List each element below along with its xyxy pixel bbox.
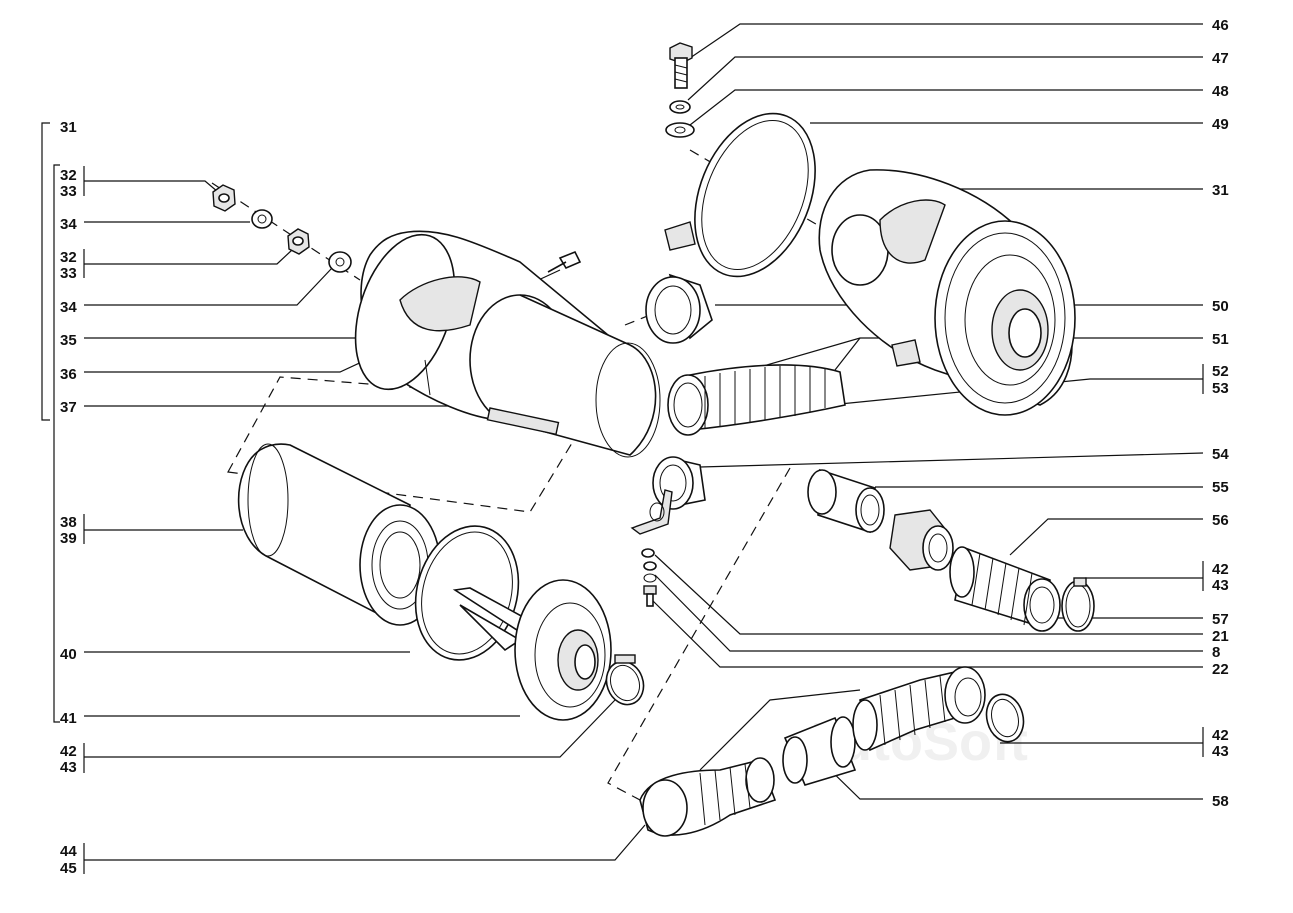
spring-washer-8 xyxy=(643,561,657,583)
label-33-left-a: 33 xyxy=(60,183,77,200)
label-57-right: 57 xyxy=(1212,611,1229,628)
label-31-left: 31 xyxy=(60,119,77,136)
label-43-right-b: 43 xyxy=(1212,743,1229,760)
label-53-right: 53 xyxy=(1212,380,1229,397)
end-cap-41 xyxy=(452,579,612,721)
upper-bellows-hose xyxy=(852,666,986,752)
mounting-band-49 xyxy=(664,112,816,278)
corrugated-hose-52-53 xyxy=(667,364,846,436)
bellows-hose-56 xyxy=(949,546,1061,632)
hose-clamp-42-43-right-lower xyxy=(985,693,1025,743)
elbow-hose-44-45 xyxy=(639,757,777,837)
screw-36 xyxy=(547,250,582,273)
label-42-right-a: 42 xyxy=(1212,561,1229,578)
label-40-left: 40 xyxy=(60,646,77,663)
nut-32-33-lower xyxy=(287,228,310,255)
label-51-right: 51 xyxy=(1212,331,1229,348)
label-35-left: 35 xyxy=(60,332,77,349)
label-22-right: 22 xyxy=(1212,661,1229,678)
label-8-right: 8 xyxy=(1212,644,1220,661)
label-33-left-b: 33 xyxy=(60,265,77,282)
label-54-right: 54 xyxy=(1212,446,1229,463)
label-43-left: 43 xyxy=(60,759,77,776)
intake-duct-58 xyxy=(782,716,857,786)
label-47-right: 47 xyxy=(1212,50,1229,67)
group-31-bracket xyxy=(41,122,50,421)
hose-clamp-42-43-right-upper xyxy=(1061,577,1095,632)
washer-34-upper xyxy=(251,209,273,229)
label-32-left-a: 32 xyxy=(60,167,77,184)
label-48-right: 48 xyxy=(1212,83,1229,100)
hose-clamp-42-43-left xyxy=(605,654,645,706)
label-55-right: 55 xyxy=(1212,479,1229,496)
sleeve-55 xyxy=(807,468,885,534)
air-filter-housing-31 xyxy=(818,169,1076,416)
label-46-right: 46 xyxy=(1212,17,1229,34)
right-labels: 46 47 48 49 31 50 51 52 53 54 55 56 42 4… xyxy=(1202,17,1229,810)
flat-washer-48 xyxy=(665,122,695,138)
washer-34-lower xyxy=(328,251,352,273)
label-34-left-b: 34 xyxy=(60,299,77,316)
label-39-left: 39 xyxy=(60,530,77,547)
inner-tube-37 xyxy=(469,294,661,458)
label-31-right: 31 xyxy=(1212,182,1229,199)
label-41-left: 41 xyxy=(60,710,77,727)
label-42-left: 42 xyxy=(60,743,77,760)
label-45-left: 45 xyxy=(60,860,77,877)
bolt-22 xyxy=(643,585,657,607)
spring-washer-47 xyxy=(669,100,691,114)
washer-21 xyxy=(641,548,655,558)
label-37-left: 37 xyxy=(60,399,77,416)
label-34-left-a: 34 xyxy=(60,216,77,233)
label-43-right-a: 43 xyxy=(1212,577,1229,594)
label-50-right: 50 xyxy=(1212,298,1229,315)
label-44-left: 44 xyxy=(60,843,77,860)
label-49-right: 49 xyxy=(1212,116,1229,133)
label-52-right: 52 xyxy=(1212,363,1229,380)
leader-lines xyxy=(84,23,1204,861)
label-38-left: 38 xyxy=(60,514,77,531)
filter-element-38-39 xyxy=(237,443,441,626)
air-flow-sensor xyxy=(889,509,954,571)
group-32-41-bracket xyxy=(53,164,60,723)
label-21-right: 21 xyxy=(1212,628,1229,645)
label-36-left: 36 xyxy=(60,366,77,383)
label-58-right: 58 xyxy=(1212,793,1229,810)
label-32-left-b: 32 xyxy=(60,249,77,266)
bolt-46 xyxy=(669,42,693,89)
bracket-57 xyxy=(630,489,673,535)
sleeve-54 xyxy=(652,456,706,510)
left-labels: 31 32 33 34 32 33 34 35 36 37 38 39 40 4… xyxy=(41,119,85,877)
label-42-right-b: 42 xyxy=(1212,727,1229,744)
sleeve-50 xyxy=(645,273,713,344)
nut-32-33-upper xyxy=(212,184,236,212)
label-56-right: 56 xyxy=(1212,512,1229,529)
